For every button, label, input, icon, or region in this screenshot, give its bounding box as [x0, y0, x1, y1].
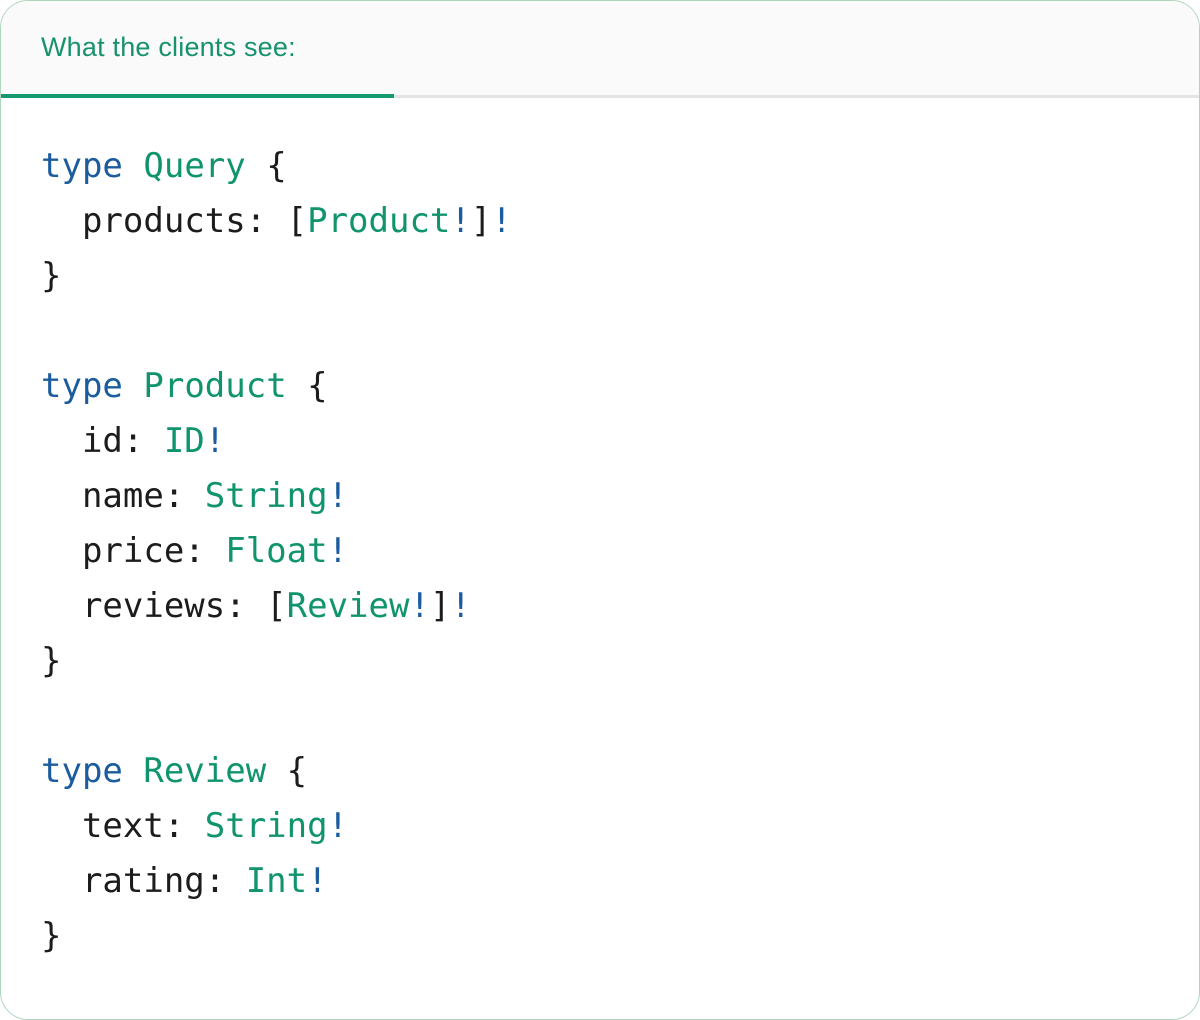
code-line: price: Float! — [41, 524, 1159, 579]
code-line: } — [41, 249, 1159, 304]
code-line — [41, 689, 1159, 744]
code-token-plain: { — [245, 146, 287, 186]
code-token-type: Review — [286, 586, 410, 626]
code-token-bang: ! — [409, 586, 430, 626]
code-token-plain: price: — [41, 531, 226, 571]
code-token-plain: reviews: [ — [41, 586, 287, 626]
code-token-plain: rating: — [41, 861, 246, 901]
tab-label: What the clients see: — [41, 32, 296, 62]
code-token-bang: ! — [307, 861, 328, 901]
code-token-plain: } — [41, 256, 62, 296]
code-token-plain: name: — [41, 476, 205, 516]
code-token-bang: ! — [450, 586, 471, 626]
code-token-type: String — [204, 476, 328, 516]
code-line: id: ID! — [41, 414, 1159, 469]
code-line: products: [Product!]! — [41, 194, 1159, 249]
code-token-type: Product — [143, 366, 287, 406]
code-token-plain: ] — [429, 586, 451, 626]
code-token-type: Review — [143, 751, 267, 791]
code-token-plain: text: — [41, 806, 205, 846]
code-token-bang: ! — [204, 421, 226, 461]
code-line: } — [41, 909, 1159, 964]
code-line: rating: Int! — [41, 854, 1159, 909]
code-token-plain — [123, 751, 143, 791]
code-token-keyword: type — [41, 146, 123, 186]
code-token-plain: } — [41, 916, 62, 956]
code-token-type: ID — [163, 421, 205, 461]
code-token-type: Int — [245, 861, 308, 901]
code-line: type Product { — [41, 359, 1159, 414]
code-token-type: Query — [143, 146, 246, 186]
code-token-type: Float — [225, 531, 328, 571]
code-token-bang: ! — [450, 201, 471, 241]
code-token-plain — [123, 146, 143, 186]
code-line — [41, 304, 1159, 359]
code-line: type Query { — [41, 139, 1159, 194]
code-token-bang: ! — [491, 201, 512, 241]
code-token-plain: } — [41, 641, 62, 681]
code-token-plain: { — [266, 751, 308, 791]
code-token-bang: ! — [327, 806, 349, 846]
code-line: type Review { — [41, 744, 1159, 799]
code-token-plain: id: — [41, 421, 164, 461]
code-line: reviews: [Review!]! — [41, 579, 1159, 634]
code-token-plain: { — [286, 366, 328, 406]
code-token-bang: ! — [327, 476, 349, 516]
code-token-plain: products: [ — [41, 201, 308, 241]
code-token-type: String — [204, 806, 328, 846]
code-token-plain — [123, 366, 143, 406]
code-line: name: String! — [41, 469, 1159, 524]
code-token-plain: ] — [470, 201, 492, 241]
tab-what-clients-see[interactable]: What the clients see: — [1, 1, 394, 98]
code-line: text: String! — [41, 799, 1159, 854]
code-token-keyword: type — [41, 751, 123, 791]
code-block: type Query { products: [Product!]!} type… — [41, 139, 1159, 964]
code-token-bang: ! — [327, 531, 349, 571]
code-token-keyword: type — [41, 366, 123, 406]
tab-bar: What the clients see: — [1, 1, 1199, 98]
code-line: } — [41, 634, 1159, 689]
code-content: type Query { products: [Product!]!} type… — [1, 98, 1199, 964]
code-token-type: Product — [307, 201, 451, 241]
